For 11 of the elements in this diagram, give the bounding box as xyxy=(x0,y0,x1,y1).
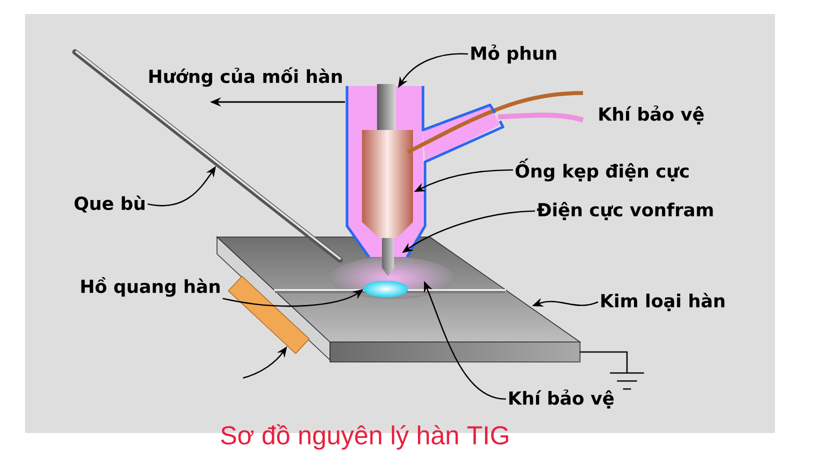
part-label: Mỏ phun xyxy=(471,44,556,64)
part-label: Ống kẹp điện cực xyxy=(516,158,689,182)
part-label: Khí bảo vệ xyxy=(509,389,614,408)
welding-arc xyxy=(364,280,408,298)
part-label: Hồ quang hàn xyxy=(81,277,220,297)
part-label: Que bù xyxy=(74,195,144,212)
caption: Sơ đồ nguyên lý hàn TIG xyxy=(221,424,508,450)
direction-label: Hướng của mối hàn xyxy=(149,67,342,87)
part-label: Kim loại hàn xyxy=(601,292,724,312)
part-label: Điện cực vonfram xyxy=(536,202,713,220)
part-label: Khí bảo vệ xyxy=(599,106,704,124)
